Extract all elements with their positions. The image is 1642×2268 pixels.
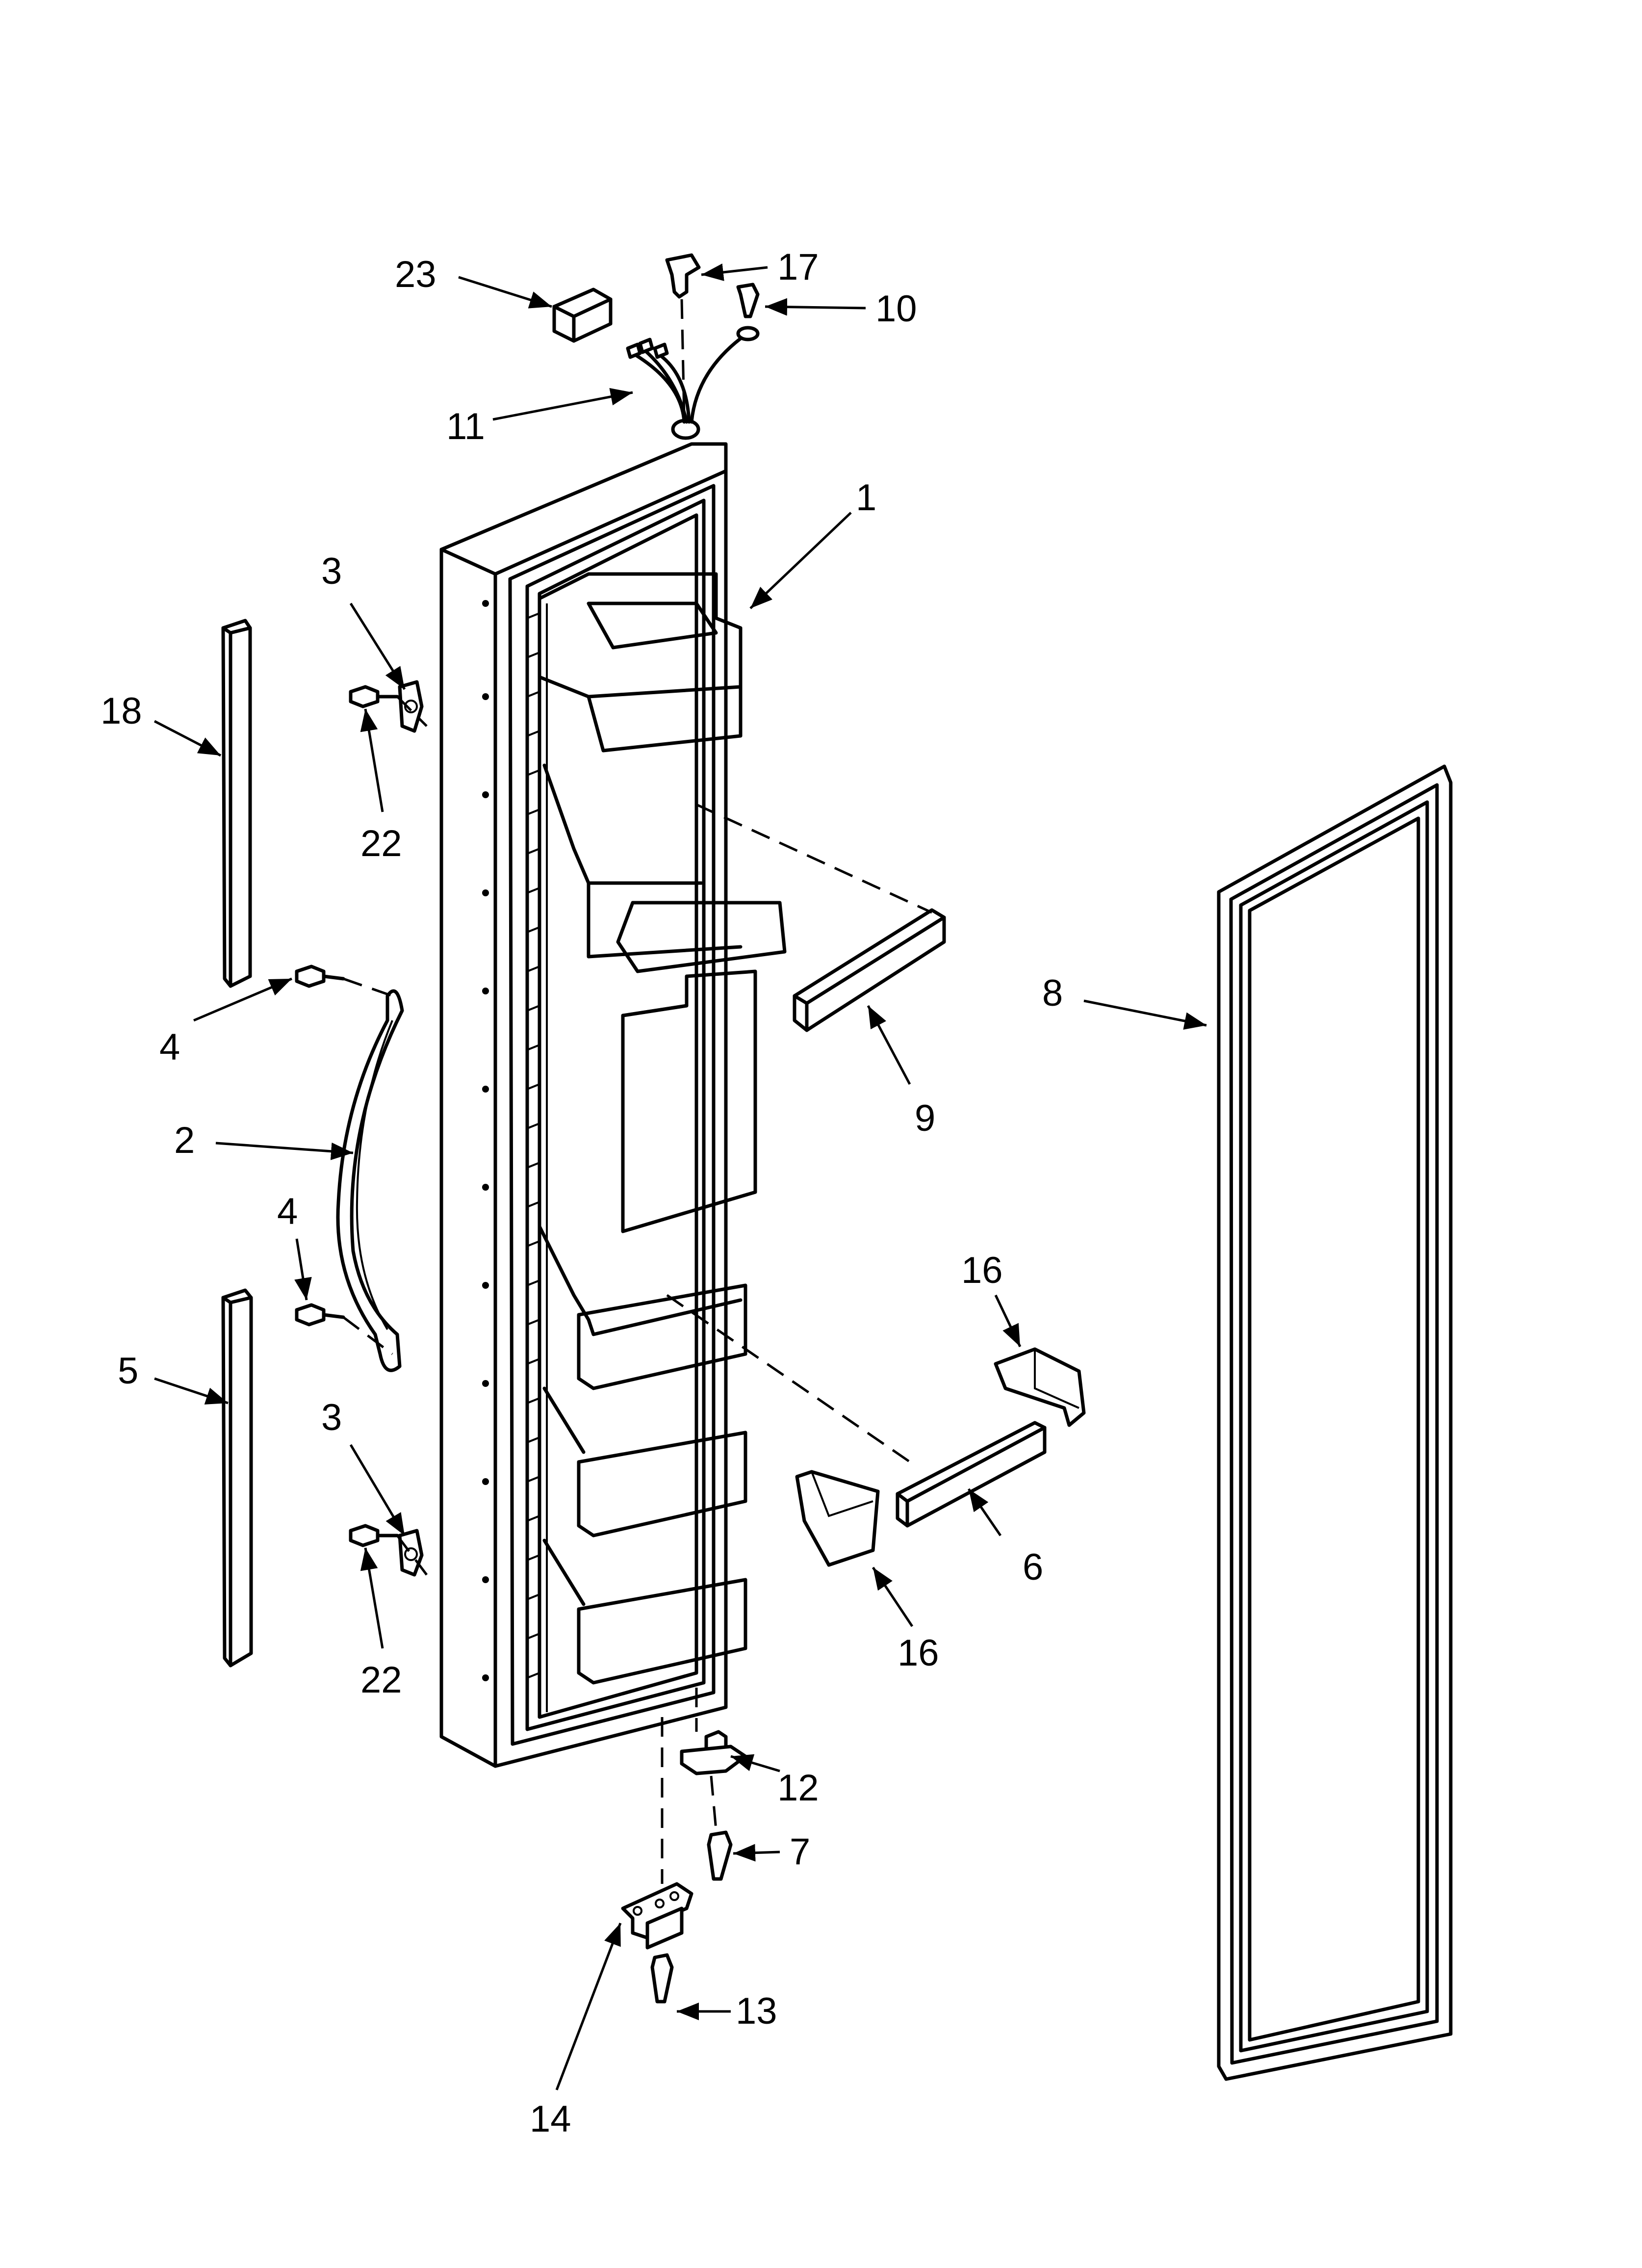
liner-ribs: [527, 612, 540, 1679]
callout-18: 18: [101, 690, 142, 732]
callout-labels: 1 2 3 3 4 4 5 6 7 8 9 10 11 12 13 14 16 …: [101, 246, 1063, 2140]
door-gasket: [1217, 764, 1453, 2081]
screw-22-lower: [349, 1524, 399, 1547]
handle-bracket-upper: [398, 680, 424, 733]
lower-handle-trim: [221, 1288, 253, 1668]
shelf-end-cap-upper: [994, 1347, 1086, 1427]
screw-13: [650, 1953, 674, 2004]
shelf-end-cap-lower: [795, 1470, 880, 1567]
shelf-rail-9: [695, 803, 946, 1032]
callout-16-lower: 16: [898, 1632, 939, 1674]
callout-6: 6: [1023, 1546, 1043, 1588]
callout-9: 9: [915, 1097, 935, 1139]
leader-lines: [154, 263, 1207, 2090]
callout-23: 23: [395, 254, 436, 295]
light-socket-17: [665, 253, 701, 417]
callout-3-lower: 3: [321, 1397, 342, 1438]
callout-8: 8: [1042, 972, 1063, 1014]
screw-22-upper: [349, 685, 399, 708]
callout-4-upper: 4: [159, 1026, 180, 1068]
callout-12: 12: [777, 1767, 819, 1809]
screw-4-lower: [295, 1303, 393, 1355]
callout-10: 10: [875, 288, 917, 330]
callout-22-lower: 22: [360, 1659, 402, 1701]
ground-screw-10: [736, 283, 760, 341]
screw-4-upper: [295, 965, 393, 997]
screw-7: [707, 1830, 733, 1881]
callout-7: 7: [790, 1831, 810, 1873]
hinge-bracket-14: [621, 1717, 693, 1950]
callout-13: 13: [736, 1990, 777, 2032]
door-handle: [336, 989, 404, 1372]
callout-22-upper: 22: [360, 823, 402, 864]
callout-3-upper: 3: [321, 550, 342, 592]
connector-23: [552, 287, 613, 343]
upper-handle-trim: [221, 619, 252, 988]
shelf-rail-6: [666, 1294, 1047, 1528]
callout-14: 14: [530, 2098, 571, 2140]
door-assembly: [439, 418, 787, 1768]
callout-5: 5: [118, 1350, 138, 1392]
callout-11: 11: [446, 406, 485, 447]
callout-17: 17: [777, 246, 819, 288]
callout-2: 2: [174, 1120, 195, 1161]
callout-4-lower: 4: [277, 1191, 298, 1232]
handle-bracket-lower: [398, 1529, 424, 1577]
hinge-pin-12: [680, 1688, 747, 1830]
callout-1: 1: [856, 477, 876, 519]
gasket-screw-holes: [482, 600, 489, 1681]
callout-16-upper: 16: [961, 1250, 1003, 1291]
wire-harness-11: [626, 337, 743, 424]
